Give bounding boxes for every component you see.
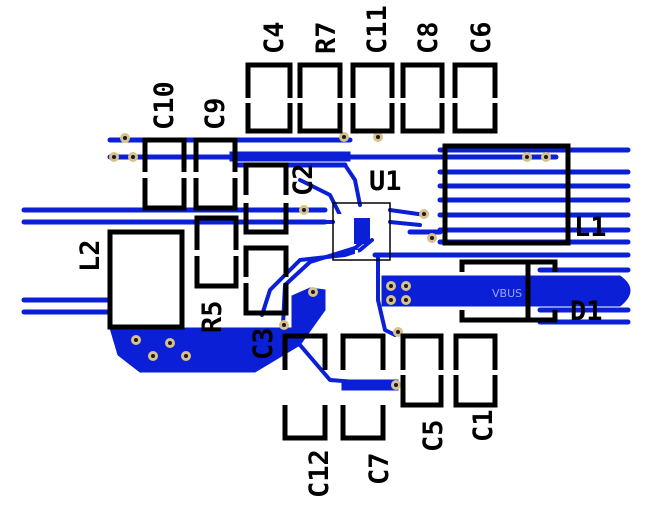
- via: [373, 132, 383, 142]
- footprint-c2: [243, 162, 289, 235]
- bottom-strip-pour: [341, 379, 399, 391]
- via: [386, 295, 396, 305]
- label-r7: R7: [311, 21, 342, 54]
- label-c11: C11: [362, 5, 393, 54]
- via: [419, 209, 429, 219]
- footprint-c9: [193, 137, 238, 211]
- footprint-c8: [400, 62, 445, 134]
- label-l2: L2: [75, 239, 106, 272]
- via: [427, 233, 437, 243]
- via: [279, 320, 289, 330]
- via: [165, 338, 175, 348]
- footprint-r5: [194, 215, 239, 289]
- via: [401, 281, 411, 291]
- label-c7: C7: [364, 452, 395, 485]
- label-c8: C8: [413, 21, 444, 54]
- via: [401, 295, 411, 305]
- footprint-c10: [142, 137, 187, 211]
- via: [391, 380, 401, 390]
- via: [128, 152, 138, 162]
- via-group: [109, 132, 551, 390]
- footprint-c6: [452, 62, 498, 134]
- via: [541, 152, 551, 162]
- footprint-c4: [245, 62, 293, 134]
- label-d1: D1: [570, 296, 603, 327]
- footprint-c5: [400, 333, 444, 408]
- silkscreen-layer: C4 R7 C11 C8 C6 C10 C9 C2 L2 R5 C3 C12 C…: [75, 5, 607, 498]
- via: [120, 133, 130, 143]
- via: [299, 205, 309, 215]
- footprint-c1: [453, 333, 498, 408]
- footprint-d1: [459, 259, 558, 323]
- via: [131, 335, 141, 345]
- footprint-c7: [340, 333, 386, 441]
- label-c3: C3: [248, 327, 279, 360]
- label-c1: C1: [468, 409, 499, 442]
- footprint-c11: [350, 62, 395, 134]
- via: [308, 287, 318, 297]
- label-c6: C6: [466, 21, 497, 54]
- label-c12: C12: [304, 449, 335, 498]
- top-strip-pour: [229, 151, 351, 162]
- vbus-pour: [381, 275, 631, 307]
- label-l1: L1: [574, 212, 607, 243]
- via: [181, 351, 191, 361]
- label-c5: C5: [418, 419, 449, 452]
- via: [109, 152, 119, 162]
- label-c2: C2: [288, 163, 319, 196]
- label-c9: C9: [200, 97, 231, 130]
- footprint-c3: [243, 245, 289, 316]
- footprint-l1: [442, 143, 571, 246]
- footprint-r7: [297, 62, 343, 134]
- footprint-c12: [282, 333, 328, 441]
- footprint-u1: [332, 202, 391, 261]
- via: [339, 132, 349, 142]
- via: [148, 351, 158, 361]
- label-u1: U1: [369, 166, 402, 197]
- net-label-vbus: VBUS: [492, 287, 522, 300]
- footprint-l2: [107, 229, 185, 330]
- label-c4: C4: [259, 21, 290, 54]
- via: [522, 152, 532, 162]
- ground-pour-left: [109, 287, 326, 373]
- label-r5: R5: [197, 300, 228, 333]
- label-c10: C10: [149, 81, 180, 130]
- via: [386, 281, 396, 291]
